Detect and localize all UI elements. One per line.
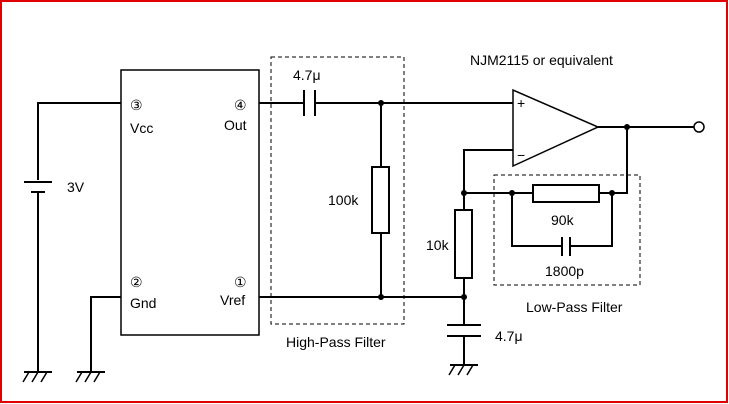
opamp-inverting-wire bbox=[463, 149, 513, 210]
low-pass-filter-box bbox=[493, 174, 641, 286]
lp-capacitor-wire-right bbox=[571, 193, 613, 247]
vref-junction-dot-hp bbox=[378, 294, 384, 300]
lp-resistor-90k bbox=[532, 184, 600, 203]
ground-symbol-ic bbox=[75, 371, 105, 383]
feedback-resistor-10k bbox=[454, 209, 473, 279]
ic-pin4-label: Out bbox=[224, 117, 247, 133]
ic-pin2-number: ② bbox=[130, 274, 143, 290]
lp-resistor-label: 90k bbox=[551, 212, 575, 228]
hp-capacitor-label: 4.7μ bbox=[293, 67, 321, 83]
ic-body bbox=[120, 69, 260, 336]
opamp-plus-label: + bbox=[517, 95, 525, 111]
hp-resistor bbox=[371, 166, 390, 234]
opamp-triangle bbox=[512, 88, 600, 168]
lp-capacitor-wire-left bbox=[511, 193, 561, 247]
lp-output-wire bbox=[599, 127, 628, 194]
gnd-wire bbox=[90, 296, 121, 372]
ground-symbol-capacitor bbox=[448, 364, 478, 376]
ground-capacitor-label: 4.7μ bbox=[495, 328, 523, 344]
ground-symbol-battery bbox=[22, 371, 52, 383]
lp-capacitor-label: 1800p bbox=[545, 263, 584, 279]
ic-pin4-number: ④ bbox=[234, 97, 247, 113]
opamp-minus-label: − bbox=[517, 147, 525, 163]
output-terminal bbox=[693, 121, 705, 133]
ic-pin3-label: Vcc bbox=[130, 120, 153, 136]
battery-voltage-label: 3V bbox=[67, 179, 85, 195]
hp-resistor-label: 100k bbox=[328, 192, 359, 208]
ic-pin1-label: Vref bbox=[220, 292, 245, 308]
ic-pin1-number: ① bbox=[234, 274, 247, 290]
high-pass-filter-box bbox=[270, 56, 405, 325]
low-pass-filter-label: Low-Pass Filter bbox=[526, 299, 623, 315]
ic-pin2-label: Gnd bbox=[130, 295, 156, 311]
opamp-part-label: NJM2115 or equivalent bbox=[470, 52, 613, 68]
resistor-10k-label: 10k bbox=[426, 237, 450, 253]
ic-pin3-number: ③ bbox=[130, 97, 143, 113]
vcc-wire bbox=[37, 102, 121, 180]
high-pass-filter-label: High-Pass Filter bbox=[286, 334, 386, 350]
